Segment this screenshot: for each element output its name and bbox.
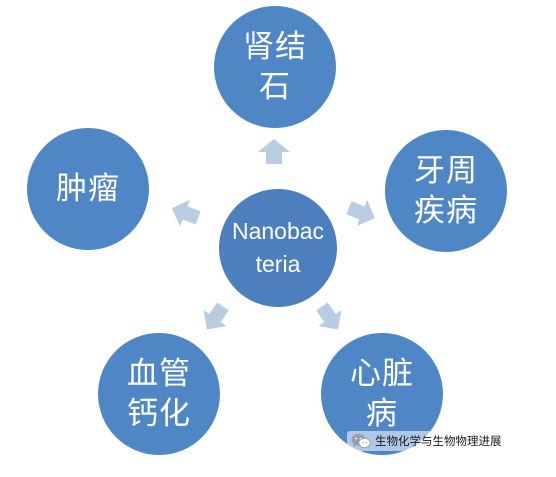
node-periodontal-disease: 牙周疾病	[385, 130, 507, 252]
node-label: 肾结石	[243, 29, 307, 105]
center-label: Nanobacteria	[231, 218, 325, 277]
wechat-icon	[351, 433, 371, 449]
center-node-nanobacteria: Nanobacteria	[216, 186, 340, 310]
node-label: 心脏病	[350, 356, 414, 432]
arrow-to-right	[346, 200, 375, 226]
watermark-text: 生物化学与生物物理进展	[375, 434, 502, 448]
arrow-to-bottom-right	[316, 302, 342, 330]
watermark: 生物化学与生物物理进展	[347, 431, 506, 451]
node-label: 牙周疾病	[414, 153, 478, 229]
arrow-to-left	[171, 199, 201, 227]
arrow-to-bottom-left	[203, 302, 229, 330]
node-label: 肿瘤	[56, 171, 120, 207]
arrow-to-top	[258, 139, 290, 164]
node-label: 血管钙化	[127, 356, 191, 432]
node-tumor: 肿瘤	[27, 128, 149, 250]
node-kidney-stone: 肾结石	[214, 6, 336, 128]
node-vascular-calcification: 血管钙化	[98, 333, 220, 455]
